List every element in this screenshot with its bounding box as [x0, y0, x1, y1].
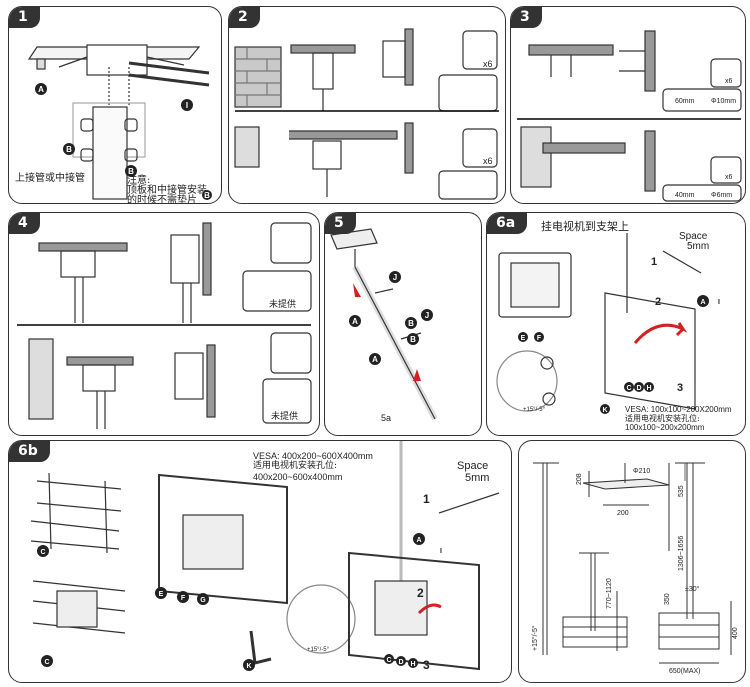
dim-535: 535: [678, 485, 685, 497]
callout-f: F: [181, 595, 186, 602]
washer-note-1: 注意:: [127, 175, 151, 186]
step-4-drawing: 未提供 未提供: [17, 222, 312, 429]
drill-diameter-label: Φ10mm: [711, 98, 736, 105]
step-2-label: 2: [655, 296, 661, 308]
callout-g: G: [200, 597, 206, 604]
space-label: Space: [679, 231, 708, 242]
step-5-drawing: J A B B J A 5a: [330, 228, 438, 423]
space-value: 5mm: [465, 472, 489, 484]
dim-tilt: +15°/-5°: [531, 625, 539, 651]
callout-j: J: [425, 311, 429, 320]
step-1-panel: 1 A I B B B 上: [8, 6, 222, 204]
vesa-range-label: VESA: 400x200~600X400mm: [253, 451, 373, 461]
callout-c: C: [40, 549, 45, 556]
callout-a: A: [352, 317, 358, 326]
sub-step-label: 5a: [381, 413, 391, 423]
callout-k: K: [246, 663, 251, 670]
drill-length-label: 60mm: [675, 98, 695, 105]
step-6a-drawing: A I E F C D H K 1 2 3 Space 5mm +15°/-5°: [496, 231, 720, 414]
dim-770-1120: 770~1120: [606, 578, 613, 609]
callout-a: A: [700, 299, 705, 306]
step-3-drawing: 60mm Φ10mm 40mm Φ6mm x6 x6: [517, 30, 742, 202]
step-3-label: 3: [423, 658, 430, 672]
qty-label: x6: [725, 78, 733, 85]
step-1-number: 1: [9, 7, 40, 28]
washer-note-2: 顶板和中接管安装: [127, 185, 207, 196]
drill-diameter-label: Φ6mm: [711, 192, 732, 199]
dim-diameter: Φ210: [633, 468, 650, 475]
step-6b-panel: 6b C C E F G K: [8, 440, 512, 683]
dim-208: 208: [576, 473, 583, 485]
step-6b-number: 6b: [9, 441, 50, 462]
callout-d: D: [398, 659, 403, 666]
step-6a-title: 挂电视机到支架上: [541, 220, 629, 233]
step-2-drawing: x6 x6: [234, 28, 499, 200]
callout-h: H: [646, 385, 651, 392]
dim-650-max: 650(MAX): [669, 668, 701, 675]
step-1-label: 1: [651, 256, 657, 268]
callout-j: J: [393, 273, 397, 282]
callout-b: B: [410, 335, 416, 344]
callout-e: E: [159, 591, 164, 598]
step-1-drawing: A I B B B: [27, 44, 212, 200]
not-supplied-label: 未提供: [271, 410, 298, 422]
not-supplied-label: 未提供: [269, 298, 296, 310]
step-3-panel: 3 60mm Φ10mm 40mm Φ6mm x6 x6: [510, 6, 746, 204]
callout-b: B: [66, 145, 72, 154]
callout-k: K: [602, 407, 607, 414]
callout-c: C: [386, 657, 391, 664]
step-6a-panel: 6a 挂电视机到支架上 A I E F C D H K 1: [486, 212, 746, 436]
step-2-number: 2: [229, 7, 260, 28]
step-4-number: 4: [9, 213, 40, 234]
step-3-number: 3: [511, 7, 542, 28]
space-label: Space: [457, 460, 488, 472]
vesa-range-cn-value: 100x100~200x200mm: [625, 423, 705, 432]
washer-note-3: 的时候不需垫片: [127, 195, 197, 204]
dimensions-drawing: Φ210 208 200 535 1306~1656 770~1120 350 …: [531, 462, 739, 675]
callout-e: E: [521, 335, 526, 342]
callout-f: F: [537, 335, 542, 342]
dimensions-panel: Φ210 208 200 535 1306~1656 770~1120 350 …: [518, 440, 746, 683]
tilt-angle-label: +15°/-5°: [307, 647, 330, 653]
callout-a: A: [416, 537, 421, 544]
qty-label: x6: [483, 156, 493, 166]
callout-h: H: [410, 661, 415, 668]
step-6b-drawing: C C E F G K A I C D H 1 2 3 Space 5mm +1…: [30, 441, 500, 672]
drill-length-label: 40mm: [675, 192, 695, 199]
callout-b: B: [204, 191, 210, 200]
dim-400: 400: [732, 627, 739, 639]
tilt-angle-label: +15°/-5°: [523, 407, 546, 413]
callout-b: B: [408, 319, 414, 328]
callout-a: A: [38, 85, 44, 94]
callout-c: C: [44, 659, 49, 666]
callout-a: A: [372, 355, 378, 364]
step-2-panel: 2 x6 x6: [228, 6, 506, 204]
vesa-range-cn-label: 适用电视机安装孔位:: [625, 414, 700, 423]
callout-i: I: [718, 299, 720, 306]
dim-swivel: ±30°: [685, 585, 700, 593]
pipe-note: 上接管或中接管: [15, 173, 85, 184]
dim-200: 200: [617, 510, 629, 517]
step-1-label: 1: [423, 492, 430, 506]
step-5-number: 5: [325, 213, 356, 234]
step-5-panel: 5 J A B B J A 5a: [324, 212, 482, 436]
step-6a-number: 6a: [487, 213, 528, 234]
space-value: 5mm: [687, 241, 709, 252]
step-2-label: 2: [417, 586, 424, 600]
qty-label: x6: [483, 59, 493, 69]
dim-1306-1656: 1306~1656: [678, 536, 685, 571]
step-3-label: 3: [677, 382, 683, 394]
qty-label: x6: [725, 174, 733, 181]
callout-i: I: [186, 101, 188, 110]
callout-c: C: [626, 385, 631, 392]
vesa-range-cn-value: 400x200~600x400mm: [253, 472, 343, 482]
step-4-panel: 4 未提供 未提供: [8, 212, 320, 436]
callout-i: I: [440, 548, 442, 555]
vesa-range-label: VESA: 100x100~200X200mm: [625, 405, 732, 414]
vesa-range-cn-label: 适用电视机安装孔位:: [253, 461, 338, 471]
dim-350: 350: [664, 593, 671, 605]
callout-b: B: [128, 167, 134, 176]
callout-d: D: [636, 385, 641, 392]
